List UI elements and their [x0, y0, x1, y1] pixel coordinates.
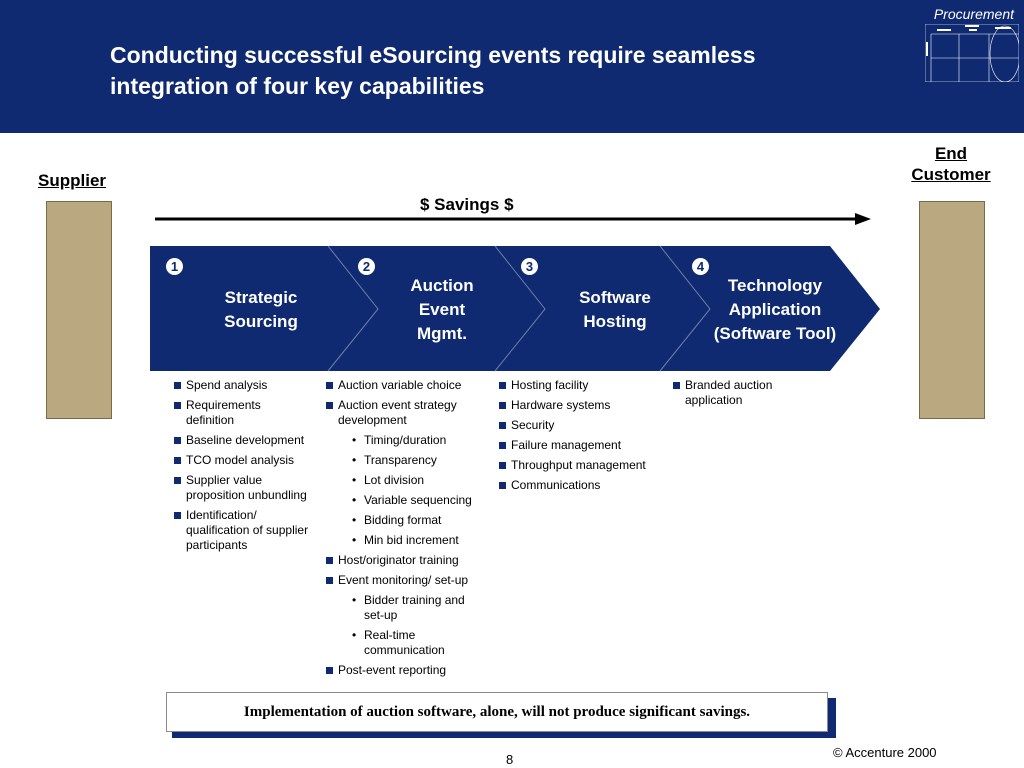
page-number: 8 — [506, 752, 514, 767]
sub-list-item: Bidder training and set-up — [326, 593, 488, 623]
step-number-4: 4 — [692, 258, 709, 275]
list-item: Spend analysis — [174, 378, 310, 393]
sub-list-item: Transparency — [326, 453, 488, 468]
sub-list-item: Lot division — [326, 473, 488, 488]
end-customer-pillar — [919, 201, 985, 419]
supplier-pillar — [46, 201, 112, 419]
list-item: Failure management — [499, 438, 664, 453]
list-item: Host/originator training — [326, 553, 488, 568]
sub-list-item: Timing/duration — [326, 433, 488, 448]
software-hosting-list: Hosting facility Hardware systems Securi… — [499, 378, 664, 498]
supplier-label: Supplier — [38, 171, 107, 190]
sub-list-item: Min bid increment — [326, 533, 488, 548]
step-label-auction-event: Auction Event Mgmt. — [410, 276, 474, 343]
list-item: Identification/ qualification of supplie… — [174, 508, 310, 553]
section-tag: Procurement — [933, 6, 1014, 22]
chevron-technology-application — [660, 246, 880, 371]
list-item: TCO model analysis — [174, 453, 310, 468]
slide-title: Conducting successful eSourcing events r… — [110, 42, 756, 99]
callout-box: Implementation of auction software, alon… — [166, 692, 828, 732]
sub-list-item: Bidding format — [326, 513, 488, 528]
step-label-technology-application: Technology Application (Software Tool) — [713, 276, 837, 343]
list-item: Hosting facility — [499, 378, 664, 393]
list-item: Branded auction application — [673, 378, 793, 408]
step-label-software-hosting: Software Hosting — [579, 288, 651, 331]
list-item: Hardware systems — [499, 398, 664, 413]
chevron-software-hosting — [495, 246, 710, 371]
chevron-strategic-sourcing — [150, 246, 378, 371]
technology-application-list: Branded auction application — [673, 378, 793, 413]
auction-event-list: Auction variable choice Auction event st… — [326, 378, 488, 683]
chevron-auction-event — [328, 246, 545, 371]
end-customer-label: End Customer — [911, 144, 991, 184]
savings-label: $ Savings $ — [420, 195, 514, 214]
list-item: Communications — [499, 478, 664, 493]
list-item: Auction variable choice — [326, 378, 488, 393]
list-item: Event monitoring/ set-up — [326, 573, 488, 588]
list-item: Baseline development — [174, 433, 310, 448]
list-item: Auction event strategy development — [326, 398, 488, 428]
step-number-3: 3 — [521, 258, 538, 275]
capability-chevrons — [150, 246, 880, 372]
list-item: Supplier value proposition unbundling — [174, 473, 310, 503]
strategic-sourcing-list: Spend analysis Requirements definition B… — [174, 378, 310, 558]
header-bar: Conducting successful eSourcing events r… — [0, 0, 1024, 133]
sub-list-item: Real-time communication — [326, 628, 488, 658]
list-item: Post-event reporting — [326, 663, 488, 678]
sub-list-item: Variable sequencing — [326, 493, 488, 508]
step-number-1: 1 — [166, 258, 183, 275]
list-item: Throughput management — [499, 458, 664, 473]
list-item: Security — [499, 418, 664, 433]
list-item: Requirements definition — [174, 398, 310, 428]
step-label-strategic-sourcing: Strategic Sourcing — [224, 288, 298, 331]
step-number-2: 2 — [358, 258, 375, 275]
framework-thumbnail-icon — [925, 24, 1019, 82]
copyright-notice: © Accenture 2000 — [833, 745, 937, 760]
savings-arrow-icon — [155, 213, 871, 225]
